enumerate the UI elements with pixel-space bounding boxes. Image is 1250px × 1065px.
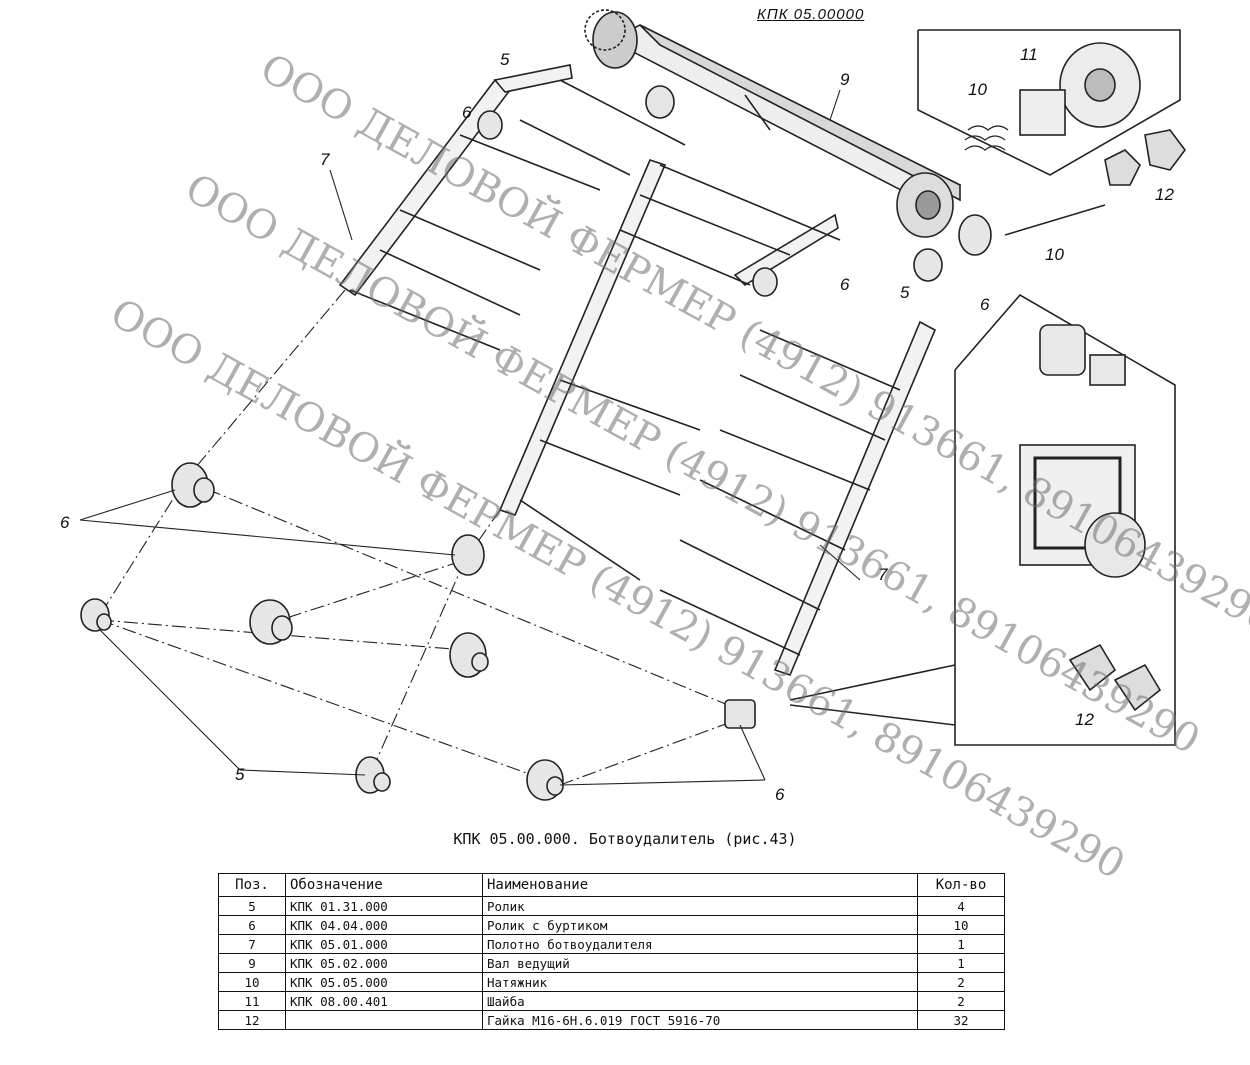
rollers (80, 85, 992, 801)
cell-name: Вал ведущий (482, 953, 918, 973)
table-row: 9 КПК 05.02.000 Вал ведущий 1 (218, 953, 1005, 973)
table-row: 10 КПК 05.05.000 Натяжник 2 (218, 972, 1005, 992)
callout-7-right: 7 (878, 565, 888, 584)
detail-tensioner (917, 29, 1186, 236)
cell-designation: КПК 05.01.000 (285, 934, 483, 954)
cell-designation: КПК 05.02.000 (285, 953, 483, 973)
callout-6-bottom: 6 (775, 785, 785, 804)
drive-shaft (584, 9, 962, 238)
header-name: Наименование (482, 873, 918, 897)
header-position: Поз. (218, 873, 286, 897)
table-row: 5 КПК 01.31.000 Ролик 4 (218, 896, 1005, 916)
cell-quantity: 32 (917, 1010, 1005, 1030)
cell-designation: КПК 05.05.000 (285, 972, 483, 992)
cell-name: Полотно ботвоудалителя (482, 934, 918, 954)
detail-roller-box (789, 293, 1176, 746)
callout-6-left: 6 (60, 513, 70, 532)
table-row: 11 КПК 08.00.401 Шайба 2 (218, 991, 1005, 1011)
callout-labels: 5 6 7 9 11 10 12 10 6 5 6 7 6 5 6 12 (60, 45, 1174, 804)
header-quantity: Кол-во (917, 873, 1005, 897)
cell-quantity: 2 (917, 991, 1005, 1011)
callout-5-bottom: 5 (235, 765, 245, 784)
cell-designation: КПК 04.04.000 (285, 915, 483, 935)
callout-12-bottom: 12 (1075, 710, 1094, 729)
table-row: 12 Гайка М16-6Н.6.019 ГОСТ 5916-70 32 (218, 1010, 1005, 1030)
cell-designation: КПК 01.31.000 (285, 896, 483, 916)
table-row: 6 КПК 04.04.000 Ролик с буртиком 10 (218, 915, 1005, 935)
exploded-view-drawing: 5 6 7 9 11 10 12 10 6 5 6 7 6 5 6 12 (60, 9, 1186, 804)
callout-10: 10 (1045, 245, 1064, 264)
callout-6-top: 6 (462, 103, 472, 122)
callout-6-right: 6 (980, 295, 990, 314)
cell-position: 6 (218, 915, 286, 935)
drawing-code-label: КПК 05.00000 (757, 6, 865, 23)
cell-designation: КПК 08.00.401 (285, 991, 483, 1011)
cell-name: Натяжник (482, 972, 918, 992)
cell-name: Ролик с буртиком (482, 915, 918, 935)
cell-position: 7 (218, 934, 286, 954)
cell-position: 12 (218, 1010, 286, 1030)
header-designation: Обозначение (285, 873, 483, 897)
callout-5-mid: 5 (900, 283, 910, 302)
callout-10-detail: 10 (968, 80, 987, 99)
figure-caption: КПК 05.00.000. Ботвоудалитель (рис.43) (453, 830, 797, 848)
cell-quantity: 1 (917, 934, 1005, 954)
cell-quantity: 10 (917, 915, 1005, 935)
cell-position: 5 (218, 896, 286, 916)
cell-position: 9 (218, 953, 286, 973)
table-row: 7 КПК 05.01.000 Полотно ботвоудалителя 1 (218, 934, 1005, 954)
cell-quantity: 4 (917, 896, 1005, 916)
callout-11: 11 (1020, 45, 1038, 64)
cell-quantity: 2 (917, 972, 1005, 992)
cell-name: Ролик (482, 896, 918, 916)
specification-table: Поз. Обозначение Наименование Кол-во 5 К… (218, 873, 1005, 1030)
callout-6-mid: 6 (840, 275, 850, 294)
table-header-row: Поз. Обозначение Наименование Кол-во (218, 873, 1005, 897)
cell-position: 10 (218, 972, 286, 992)
callout-9: 9 (840, 70, 850, 89)
cell-name: Шайба (482, 991, 918, 1011)
callout-5-top: 5 (500, 50, 510, 69)
cell-name: Гайка М16-6Н.6.019 ГОСТ 5916-70 (482, 1010, 918, 1030)
cell-quantity: 1 (917, 953, 1005, 973)
cell-position: 11 (218, 991, 286, 1011)
callout-12-top: 12 (1155, 185, 1174, 204)
callout-7-left: 7 (320, 150, 330, 169)
conveyor-canvas (338, 64, 937, 676)
cell-designation (285, 1010, 483, 1030)
